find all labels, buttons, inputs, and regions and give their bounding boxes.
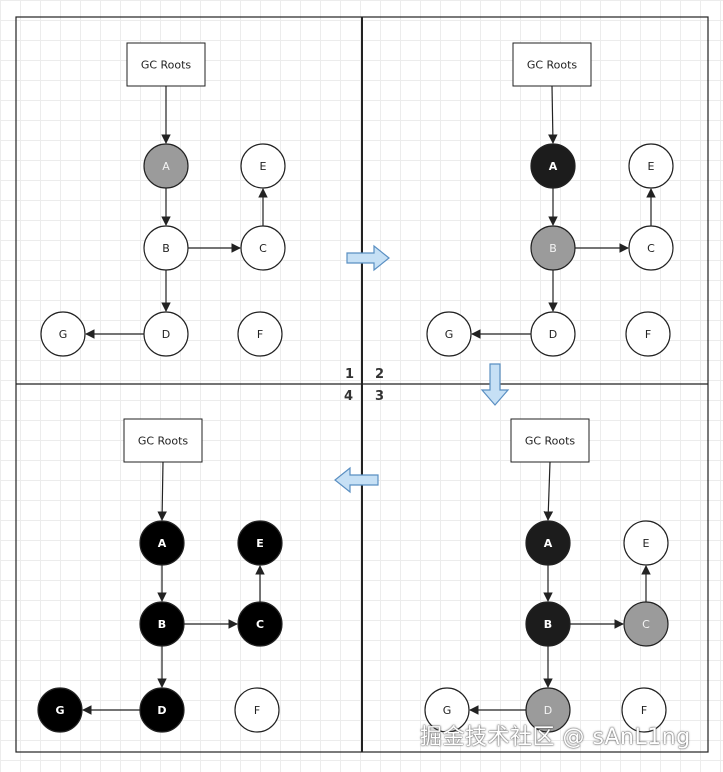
node-a (139, 520, 185, 566)
quadrant-number-4: 4 (344, 389, 353, 404)
node-label-d: D (544, 704, 552, 717)
node-label-g: G (443, 704, 452, 717)
transition-arrow-2-to-3 (480, 363, 510, 406)
node-label-c: C (642, 618, 650, 631)
node-e (623, 520, 669, 566)
node-label-e: E (643, 537, 650, 550)
transition-arrow-3-to-4 (334, 466, 379, 494)
node-e (628, 143, 674, 189)
node-f (621, 687, 667, 733)
gc-roots-box (126, 42, 206, 87)
node-f (237, 311, 283, 357)
node-d (143, 311, 189, 357)
gc-roots-box (123, 418, 203, 463)
node-label-b: B (162, 242, 170, 255)
node-b (530, 225, 576, 271)
gc-roots-label: GC Roots (525, 435, 576, 448)
node-a (525, 520, 571, 566)
gc-roots-box (510, 418, 590, 463)
node-d (525, 687, 571, 733)
node-b (143, 225, 189, 271)
gc-roots-label: GC Roots (527, 59, 578, 72)
node-label-f: F (645, 328, 651, 341)
node-label-a: A (544, 537, 553, 550)
node-g (37, 687, 83, 733)
node-label-a: A (549, 160, 558, 173)
edge-roots-a (543, 461, 554, 521)
node-label-g: G (55, 704, 64, 717)
node-label-b: B (544, 618, 552, 631)
node-label-b: B (549, 242, 557, 255)
node-g (424, 687, 470, 733)
node-c (628, 225, 674, 271)
node-label-d: D (549, 328, 557, 341)
node-e (240, 143, 286, 189)
node-label-b: B (158, 618, 166, 631)
node-label-c: C (256, 618, 264, 631)
node-d (139, 687, 185, 733)
node-label-d: D (157, 704, 166, 717)
node-label-c: C (259, 242, 267, 255)
node-label-g: G (59, 328, 68, 341)
node-d (530, 311, 576, 357)
node-g (40, 311, 86, 357)
node-label-f: F (641, 704, 647, 717)
edge-roots-a (157, 461, 167, 521)
node-label-g: G (445, 328, 454, 341)
node-label-e: E (648, 160, 655, 173)
edge-roots-a (548, 85, 558, 144)
node-c (623, 601, 669, 647)
node-label-e: E (260, 160, 267, 173)
node-b (139, 601, 185, 647)
node-label-f: F (257, 328, 263, 341)
transition-arrow-1-to-2 (346, 244, 390, 272)
gc-roots-label: GC Roots (138, 435, 189, 448)
node-f (625, 311, 671, 357)
node-e (237, 520, 283, 566)
node-f (234, 687, 280, 733)
node-label-a: A (158, 537, 167, 550)
watermark-text: 掘金技术社区 @ sAnL1ng (420, 725, 691, 750)
node-a (143, 143, 189, 189)
node-g (426, 311, 472, 357)
node-label-d: D (162, 328, 170, 341)
node-c (237, 601, 283, 647)
quadrant-number-1: 1 (345, 367, 354, 382)
node-b (525, 601, 571, 647)
node-c (240, 225, 286, 271)
gc-roots-label: GC Roots (141, 59, 192, 72)
node-label-c: C (647, 242, 655, 255)
quadrant-number-2: 2 (375, 367, 384, 382)
node-label-e: E (256, 537, 264, 550)
quadrant-number-3: 3 (375, 389, 384, 404)
node-label-f: F (254, 704, 260, 717)
node-a (530, 143, 576, 189)
node-label-a: A (162, 160, 170, 173)
